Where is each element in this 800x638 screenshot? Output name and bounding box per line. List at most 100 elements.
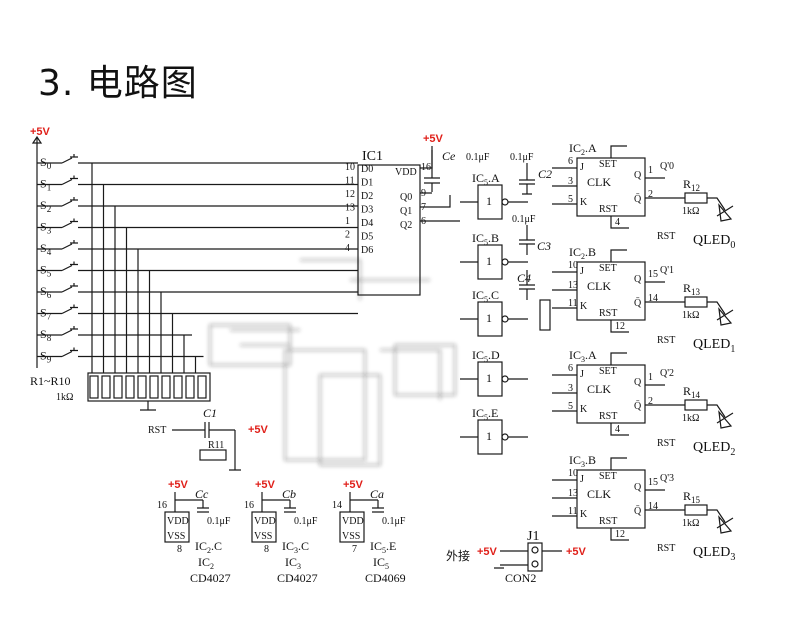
svg-text:1kΩ: 1kΩ [682, 413, 699, 424]
svg-text:K: K [580, 404, 588, 415]
rst-label: RST [657, 543, 675, 554]
svg-text:IC2.C: IC2.C [195, 539, 222, 555]
switch-9: S9 [37, 347, 204, 373]
r11-label: R11 [208, 440, 224, 451]
page-title: 3. 电路图 [38, 63, 198, 104]
supply-label-j1-right: +5V [566, 546, 587, 558]
con2-label: CON2 [505, 571, 536, 585]
svg-text:IC3.C: IC3.C [282, 539, 309, 555]
svg-text:10: 10 [568, 468, 578, 479]
svg-text:VSS: VSS [342, 531, 360, 542]
svg-text:J: J [580, 474, 584, 485]
svg-text:Q: Q [634, 377, 642, 388]
ce-label: Ce [442, 149, 456, 163]
resistor-array: R1~R10 1kΩ [30, 372, 211, 411]
svg-text:1: 1 [486, 429, 492, 443]
svg-text:7: 7 [352, 544, 357, 555]
svg-text:1: 1 [486, 194, 492, 208]
svg-text:12: 12 [615, 529, 625, 540]
resistor-cell [149, 375, 159, 399]
svg-text:SET: SET [599, 263, 617, 274]
svg-text:0.1μF: 0.1μF [294, 516, 318, 527]
svg-text:16: 16 [244, 500, 254, 511]
ce-value: 0.1μF [466, 152, 490, 163]
svg-text:10: 10 [568, 260, 578, 271]
svg-text:6: 6 [568, 363, 573, 374]
rst-label: RST [657, 231, 675, 242]
svg-text:+5V: +5V [168, 479, 189, 491]
svg-text:11: 11 [568, 506, 578, 517]
svg-text:RST: RST [599, 516, 617, 527]
svg-text:1: 1 [486, 371, 492, 385]
resistor-label: R12 [683, 177, 700, 193]
svg-text:1: 1 [648, 165, 653, 176]
ext-label: 外接 [446, 548, 470, 563]
ic1-input-pin: 1 [345, 216, 350, 227]
svg-text:VSS: VSS [254, 531, 272, 542]
svg-text:2: 2 [648, 189, 653, 200]
svg-text:IC2: IC2 [198, 555, 214, 571]
svg-text:K: K [580, 197, 588, 208]
svg-text:IC3: IC3 [285, 555, 301, 571]
q-output-label: Q'3 [660, 473, 674, 484]
svg-text:1kΩ: 1kΩ [682, 310, 699, 321]
svg-text:15: 15 [648, 477, 658, 488]
svg-text:J: J [580, 369, 584, 380]
svg-text:SET: SET [599, 159, 617, 170]
capacitor-c3: 0.1μF C3 [512, 214, 551, 255]
svg-text:5: 5 [568, 401, 573, 412]
svg-text:Q: Q [634, 170, 642, 181]
led-label: QLED1 [693, 337, 735, 355]
svg-text:14: 14 [648, 293, 658, 304]
c2-value: 0.1μF [510, 152, 534, 163]
resistor-cell [137, 375, 147, 399]
svg-text:J: J [580, 162, 584, 173]
svg-text:K: K [580, 301, 588, 312]
svg-text:CD4027: CD4027 [277, 571, 318, 585]
q-output-label: Q'2 [660, 368, 674, 379]
c3-value: 0.1μF [512, 214, 536, 225]
switch-6: S6 [37, 283, 358, 373]
svg-text:6: 6 [568, 156, 573, 167]
ic1-input-D4: D4 [361, 218, 373, 229]
q-output-label: Q'1 [660, 265, 674, 276]
led-label: QLED3 [693, 545, 735, 563]
rst-label-c1: RST [148, 425, 166, 436]
supply-label-c1: +5V [248, 424, 269, 436]
reset-network: RST C1 +5V R11 [148, 406, 269, 471]
resistor-cell [197, 375, 207, 399]
ic1-input-pin: 2 [345, 230, 350, 241]
j1-label: J1 [527, 529, 539, 544]
svg-text:J: J [580, 266, 584, 277]
svg-text:VDD: VDD [167, 516, 189, 527]
resistor-label: R15 [683, 489, 701, 505]
svg-text:8: 8 [264, 544, 269, 555]
svg-text:SET: SET [599, 366, 617, 377]
led-label: QLED0 [693, 233, 735, 251]
svg-text:CLK: CLK [587, 175, 611, 189]
connector-j1: J1 外接 +5V +5V CON2 [446, 529, 587, 585]
ic1-input-pin: 4 [345, 243, 350, 254]
ic1-input-D1: D1 [361, 178, 373, 189]
svg-text:11: 11 [568, 298, 578, 309]
svg-text:SET: SET [599, 471, 617, 482]
svg-text:3: 3 [568, 383, 573, 394]
led-label: QLED2 [693, 440, 735, 458]
svg-text:13: 13 [568, 488, 578, 499]
resistor-cell [161, 375, 171, 399]
ic1-q1: Q1 [400, 206, 412, 217]
svg-text:1: 1 [486, 254, 492, 268]
switch-8: S8 [37, 326, 192, 373]
rst-label: RST [657, 335, 675, 346]
ic1-q0: Q0 [400, 192, 412, 203]
ic1-input-pin: 13 [345, 203, 355, 214]
ic1-input-D2: D2 [361, 191, 373, 202]
